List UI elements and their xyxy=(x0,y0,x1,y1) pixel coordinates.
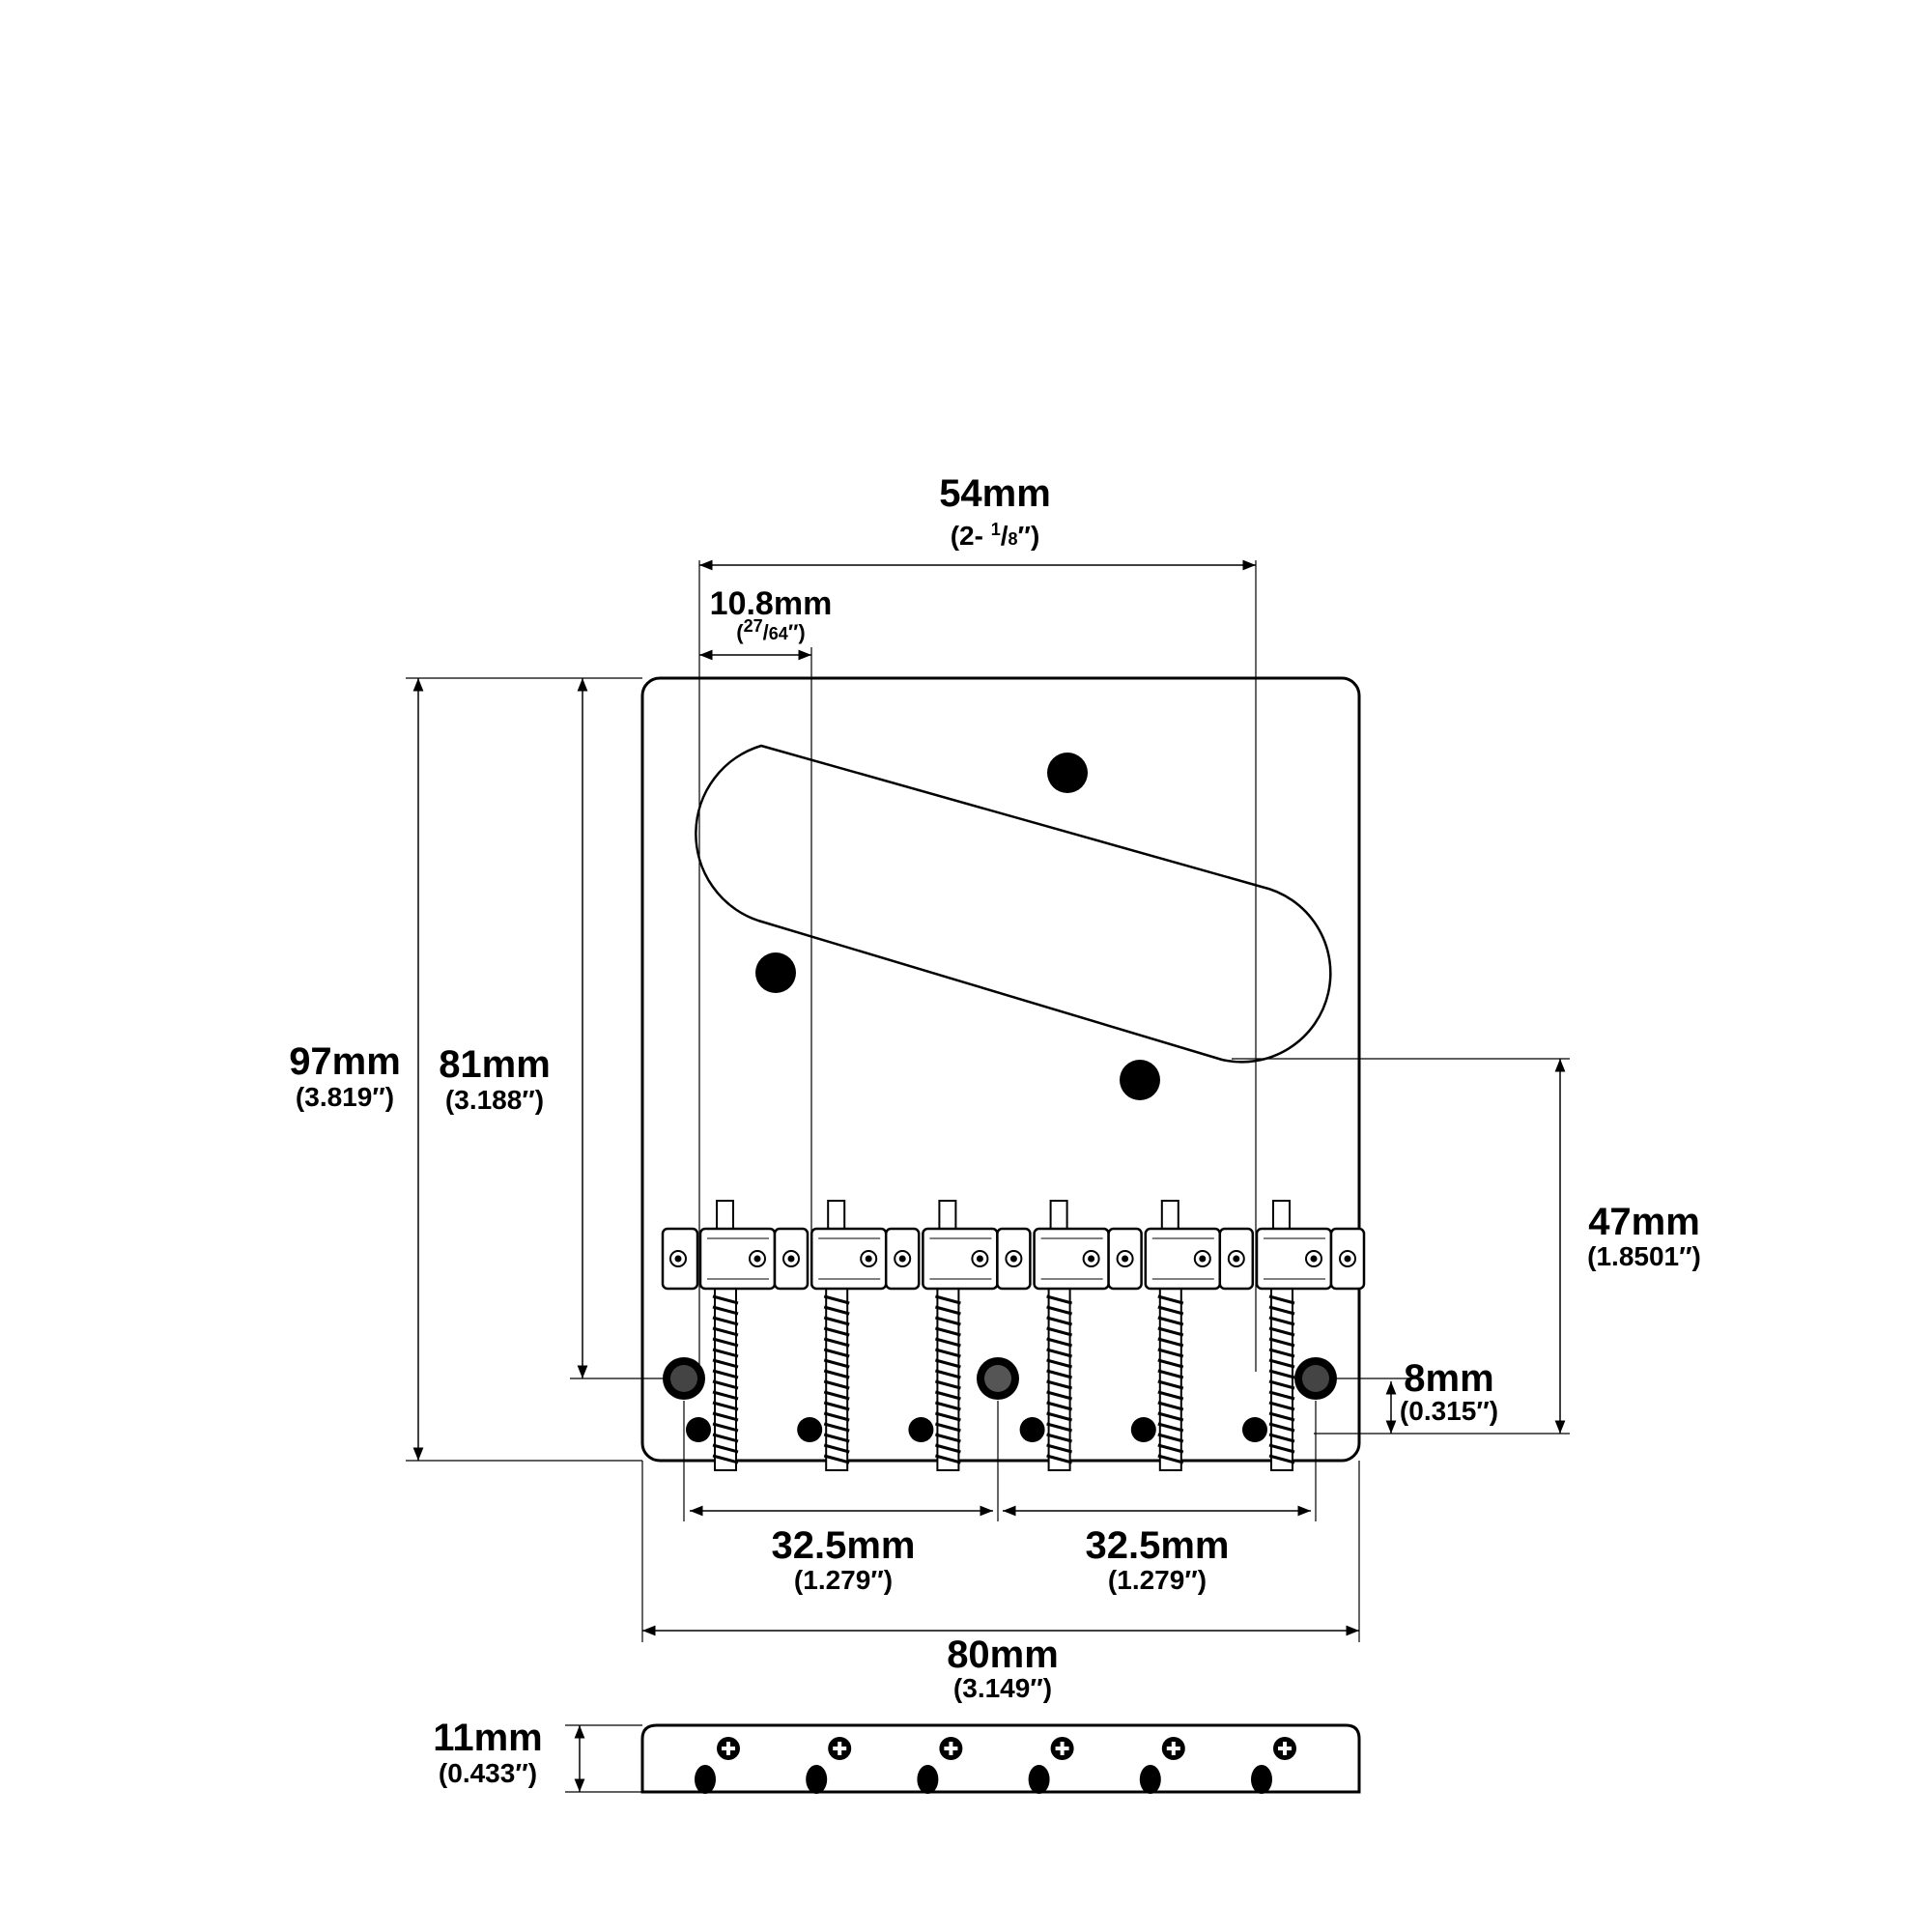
svg-text:(3.819″): (3.819″) xyxy=(296,1082,394,1112)
svg-text:32.5mm: 32.5mm xyxy=(772,1524,916,1567)
svg-text:10.8mm: 10.8mm xyxy=(710,585,833,622)
svg-text:(1.279″): (1.279″) xyxy=(1108,1565,1207,1595)
saddle-spacer xyxy=(996,1227,1032,1291)
bridge-plate-top-view xyxy=(640,676,1366,1471)
svg-text:80mm: 80mm xyxy=(947,1634,1059,1676)
phillips-screw-icon xyxy=(939,1737,963,1760)
svg-text:(3.188″): (3.188″) xyxy=(445,1085,544,1115)
saddle xyxy=(810,1200,888,1471)
string-hole xyxy=(917,1765,939,1794)
phillips-screw-icon xyxy=(717,1737,740,1760)
svg-text:(0.433″): (0.433″) xyxy=(439,1758,537,1788)
pickup-mount-hole xyxy=(755,952,796,993)
svg-text:32.5mm: 32.5mm xyxy=(1086,1524,1230,1567)
intonation-spring xyxy=(1046,1288,1072,1471)
extension-lines xyxy=(406,560,1570,1793)
phillips-screw-icon xyxy=(1273,1737,1296,1760)
height-screw-icon xyxy=(686,1417,711,1442)
string-hole xyxy=(1139,1765,1161,1794)
pickup-mount-hole xyxy=(1120,1060,1160,1100)
saddle-spacer xyxy=(1107,1227,1143,1291)
dim-label-mount-spacing-left: 32.5mm (1.279″) xyxy=(772,1524,916,1595)
string-hole xyxy=(806,1765,828,1794)
intonation-spring xyxy=(1268,1288,1295,1471)
bridge-side-view xyxy=(640,1723,1361,1794)
intonation-spring xyxy=(1157,1288,1184,1471)
phillips-screw-icon xyxy=(1050,1737,1074,1760)
saddle-spacer xyxy=(661,1227,699,1291)
saddle-spacer xyxy=(884,1227,921,1291)
dim-label-overall-width: 80mm (3.149″) xyxy=(947,1634,1059,1703)
saddle-spacer xyxy=(1329,1227,1366,1291)
dim-label-mount-offset: 8mm (0.315″) xyxy=(1400,1357,1498,1426)
dimension-lines xyxy=(412,559,1566,1792)
dim-label-string-spacing: 10.8mm (27/64″) xyxy=(710,585,833,644)
intonation-spring xyxy=(935,1288,961,1471)
phillips-screw-icon xyxy=(1161,1737,1185,1760)
saddle xyxy=(1255,1200,1333,1471)
height-screw-icon xyxy=(1242,1417,1267,1442)
side-screw-row xyxy=(695,1737,1296,1794)
string-hole xyxy=(695,1765,716,1794)
bridge-mount-hole-center xyxy=(977,1357,1019,1400)
svg-text:47mm: 47mm xyxy=(1588,1201,1700,1243)
dim-label-side-height: 11mm (0.433″) xyxy=(433,1717,542,1788)
dim-label-string-span: 54mm (2- 1/8″) xyxy=(939,472,1051,551)
height-screw-icon xyxy=(1019,1417,1045,1442)
saddle xyxy=(922,1200,999,1471)
svg-text:(1.279″): (1.279″) xyxy=(794,1565,893,1595)
string-hole xyxy=(1028,1765,1050,1794)
height-screw-icon xyxy=(797,1417,823,1442)
svg-text:(0.315″): (0.315″) xyxy=(1400,1396,1498,1426)
intonation-spring xyxy=(712,1288,739,1471)
dim-label-mount-spacing-right: 32.5mm (1.279″) xyxy=(1086,1524,1230,1595)
pickup-cutout xyxy=(695,744,1332,1064)
saddle xyxy=(1033,1200,1110,1471)
height-screw-icon xyxy=(908,1417,934,1442)
intonation-spring xyxy=(823,1288,850,1471)
svg-text:(2- 1/8″): (2- 1/8″) xyxy=(951,520,1040,551)
pickup-mount-hole xyxy=(1047,753,1088,793)
saddle xyxy=(1144,1200,1222,1471)
phillips-screw-icon xyxy=(828,1737,852,1760)
saddle-row xyxy=(661,1200,1366,1471)
saddle-spacer xyxy=(1218,1227,1255,1291)
saddle xyxy=(698,1200,777,1471)
bridge-mount-hole-left xyxy=(663,1357,705,1400)
bridge-mount-hole-right xyxy=(1294,1357,1337,1400)
svg-text:81mm: 81mm xyxy=(439,1043,551,1086)
svg-text:(3.149″): (3.149″) xyxy=(953,1673,1052,1703)
dim-label-pickup-to-edge: 47mm (1.8501″) xyxy=(1587,1201,1701,1271)
dim-label-mount-to-top: 81mm (3.188″) xyxy=(439,1043,551,1115)
saddle-spacer xyxy=(773,1227,810,1291)
svg-text:97mm: 97mm xyxy=(289,1040,401,1083)
string-hole xyxy=(1251,1765,1272,1794)
svg-text:(1.8501″): (1.8501″) xyxy=(1587,1241,1701,1271)
svg-text:54mm: 54mm xyxy=(939,472,1051,515)
svg-text:8mm: 8mm xyxy=(1404,1357,1493,1400)
dim-label-overall-length: 97mm (3.819″) xyxy=(289,1040,401,1112)
height-screw-icon xyxy=(1130,1417,1156,1442)
svg-text:11mm: 11mm xyxy=(433,1717,542,1759)
